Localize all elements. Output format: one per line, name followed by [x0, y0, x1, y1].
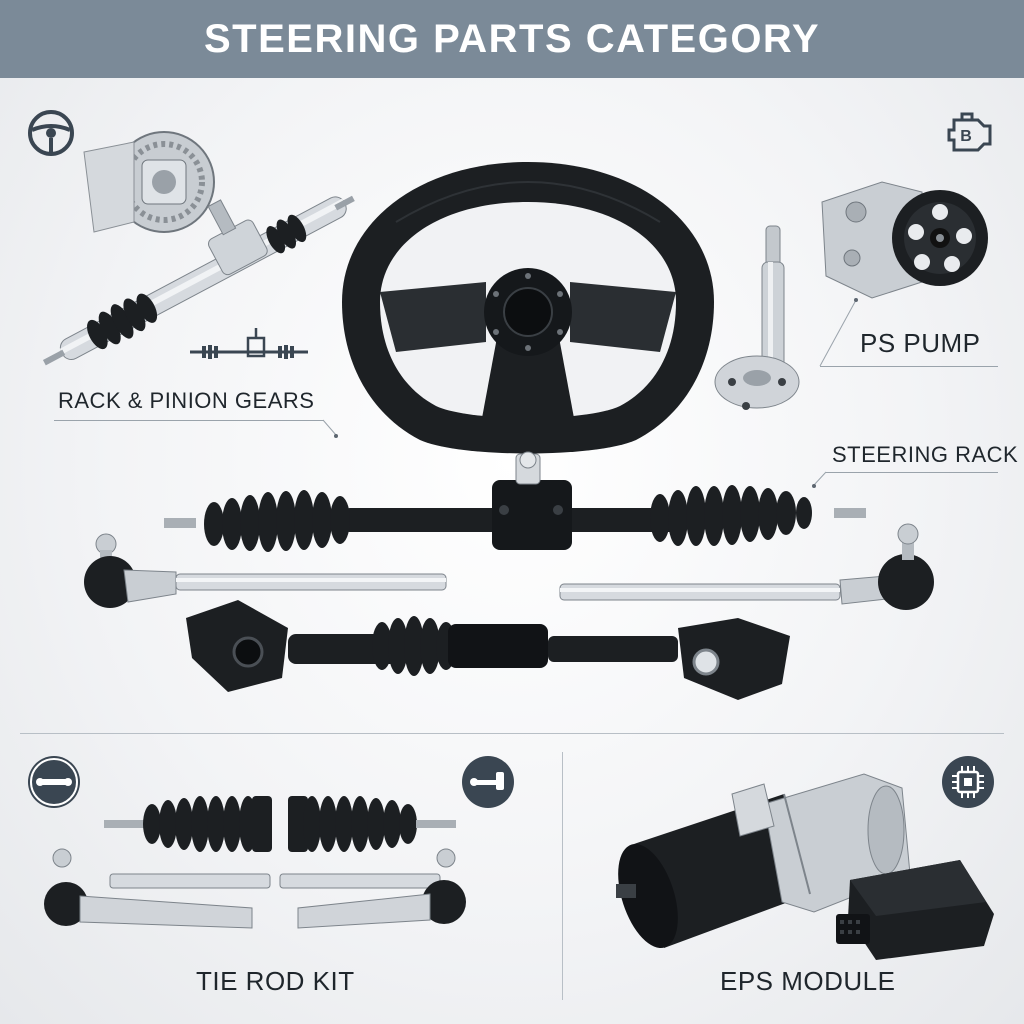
tie-rod-right-image: [556, 520, 940, 620]
tie-rod-kit-image: [40, 790, 470, 950]
section-divider-horizontal: [20, 733, 1004, 734]
ps-pump-leader-tail: [818, 296, 858, 368]
steering-rack-leader: [826, 472, 998, 473]
rack-pinion-label: RACK & PINION GEARS: [58, 388, 315, 413]
eps-module-image: [614, 764, 1004, 964]
rack-outline-icon: [186, 326, 312, 366]
steering-rack-leader-tail: [810, 471, 828, 491]
header-banner: STEERING PARTS CATEGORY: [0, 0, 1024, 78]
page-title: STEERING PARTS CATEGORY: [203, 16, 821, 61]
steering-rack-label: STEERING RACK: [832, 442, 1019, 467]
tie-rod-kit-label: TIE ROD KIT: [196, 966, 355, 996]
engine-icon: B: [944, 110, 996, 154]
ps-pump-image: [812, 172, 992, 312]
rack-icon: [462, 756, 514, 808]
rack-pinion-gear-image: [24, 112, 364, 372]
chip-icon: [942, 756, 994, 808]
tie-rod-icon: [28, 756, 80, 808]
steering-wheel-image: [336, 152, 720, 462]
svg-text:B: B: [960, 128, 972, 145]
steering-rack-image: [160, 450, 870, 560]
ps-pump-leader: [820, 366, 998, 367]
rack-pinion-leader-tail: [322, 419, 342, 441]
ps-pump-label: PS PUMP: [860, 328, 981, 358]
eps-module-label: EPS MODULE: [720, 966, 896, 996]
intermediate-shaft-image: [178, 588, 798, 708]
rack-pinion-leader: [54, 420, 324, 421]
tie-rod-left-image: [80, 530, 452, 620]
steering-shaft-image: [712, 222, 802, 418]
steering-wheel-icon: [26, 108, 76, 158]
section-divider-vertical: [562, 752, 563, 1000]
